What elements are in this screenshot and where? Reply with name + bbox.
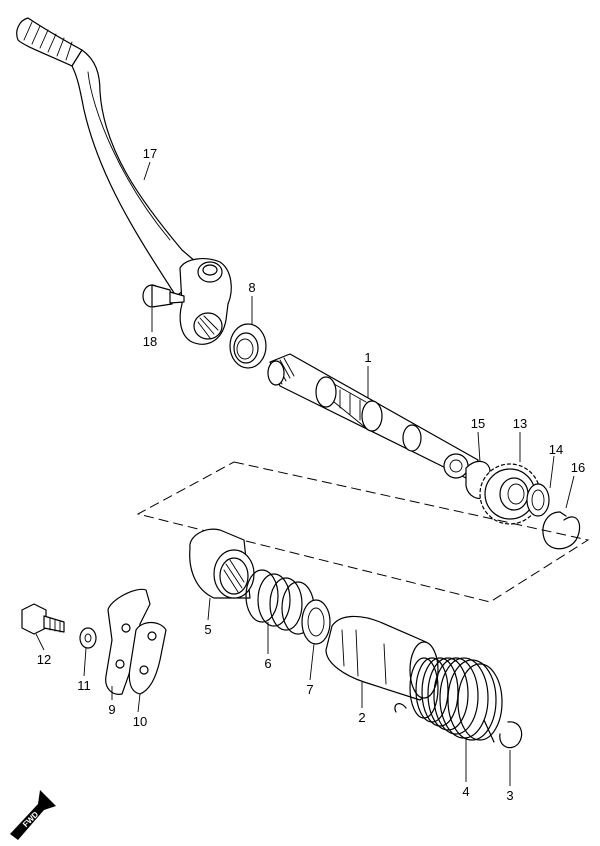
leader-lines bbox=[35, 161, 575, 786]
callout-1: 1 bbox=[364, 350, 371, 365]
callout-14: 14 bbox=[549, 442, 563, 457]
callout-4: 4 bbox=[462, 784, 469, 799]
callout-16: 16 bbox=[571, 460, 585, 475]
assembly-group-outline bbox=[136, 461, 590, 603]
kick-lever-part bbox=[16, 17, 232, 345]
ratchet-part bbox=[189, 528, 255, 599]
spring-clip-part bbox=[499, 721, 523, 749]
washer-11-part bbox=[79, 627, 97, 649]
callout-18: 18 bbox=[143, 334, 157, 349]
circlip-part bbox=[542, 511, 581, 550]
callout-8: 8 bbox=[248, 280, 255, 295]
guide-plate-part bbox=[128, 621, 167, 695]
callout-10: 10 bbox=[133, 714, 147, 729]
return-spring-part bbox=[394, 657, 503, 743]
forward-arrow-icon: FWD bbox=[10, 790, 56, 840]
callout-12: 12 bbox=[37, 652, 51, 667]
bolt-12-part bbox=[21, 603, 65, 635]
callout-6: 6 bbox=[264, 656, 271, 671]
callout-5: 5 bbox=[204, 622, 211, 637]
callout-17: 17 bbox=[143, 146, 157, 161]
callout-2: 2 bbox=[358, 710, 365, 725]
callout-13: 13 bbox=[513, 416, 527, 431]
kick-shaft-part bbox=[267, 353, 479, 481]
callout-7: 7 bbox=[306, 682, 313, 697]
callout-11: 11 bbox=[77, 678, 91, 693]
bolt-18-part bbox=[142, 284, 185, 308]
spring-guide-part bbox=[325, 615, 439, 701]
callout-15: 15 bbox=[471, 416, 485, 431]
callout-9: 9 bbox=[108, 702, 115, 717]
washer-7-part bbox=[301, 599, 331, 645]
oil-seal-part bbox=[229, 323, 267, 369]
callout-3: 3 bbox=[506, 788, 513, 803]
washer-14-part bbox=[526, 483, 550, 517]
callout-labels: 17 18 8 1 15 13 14 16 5 6 7 2 4 3 12 11 … bbox=[37, 146, 585, 803]
kick-gear-part bbox=[479, 463, 541, 525]
